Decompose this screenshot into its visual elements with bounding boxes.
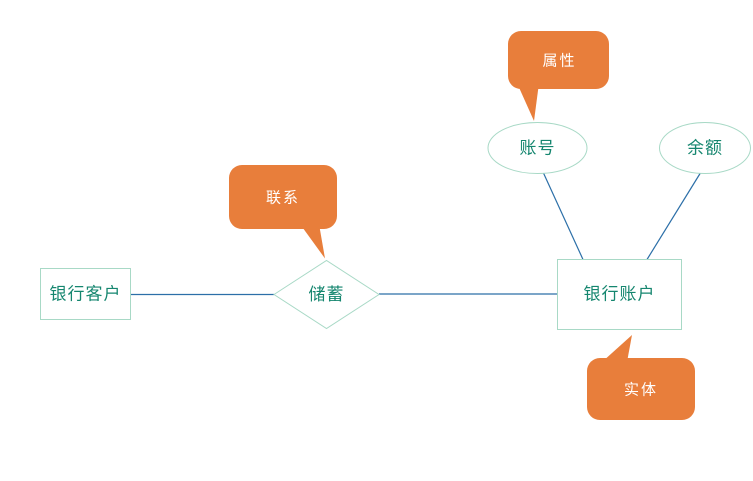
bank-customer-label: 银行客户: [50, 285, 122, 305]
bank-account-label: 银行账户: [584, 285, 656, 305]
callout-attribute-bubble[interactable]: [508, 31, 609, 89]
callout-attribute-label: 属性: [542, 52, 576, 70]
bank-account-rectangle[interactable]: [557, 259, 682, 330]
callout-entity-bubble[interactable]: [587, 358, 695, 420]
savings-diamond[interactable]: [273, 259, 380, 330]
callout-entity[interactable]: 实体: [587, 335, 695, 420]
node-account-number[interactable]: 账号: [487, 122, 588, 174]
callout-entity-tail: [602, 335, 632, 362]
callout-entity-label: 实体: [624, 381, 658, 399]
balance-ellipse[interactable]: [659, 122, 751, 174]
connector-balance-account[interactable]: [646, 171, 702, 260]
node-savings[interactable]: 储蓄: [273, 259, 380, 330]
callout-relationship-label: 联系: [266, 189, 300, 207]
callout-relationship-bubble[interactable]: [229, 165, 337, 229]
connector-accountnumber-account[interactable]: [542, 171, 584, 260]
callout-relationship-tail: [300, 224, 325, 259]
node-bank-customer[interactable]: 银行客户: [40, 268, 131, 320]
savings-label: 储蓄: [309, 285, 345, 305]
bank-customer-rectangle[interactable]: [40, 268, 131, 320]
callout-relationship[interactable]: 联系: [229, 165, 337, 259]
callout-attribute[interactable]: 属性: [508, 31, 609, 121]
callout-attribute-tail: [517, 83, 539, 121]
account-number-label: 账号: [520, 139, 556, 159]
account-number-ellipse[interactable]: [487, 122, 588, 174]
connectors: [130, 171, 702, 296]
node-bank-account[interactable]: 银行账户: [557, 259, 682, 330]
balance-label: 余额: [687, 139, 723, 159]
node-balance[interactable]: 余额: [659, 122, 751, 174]
